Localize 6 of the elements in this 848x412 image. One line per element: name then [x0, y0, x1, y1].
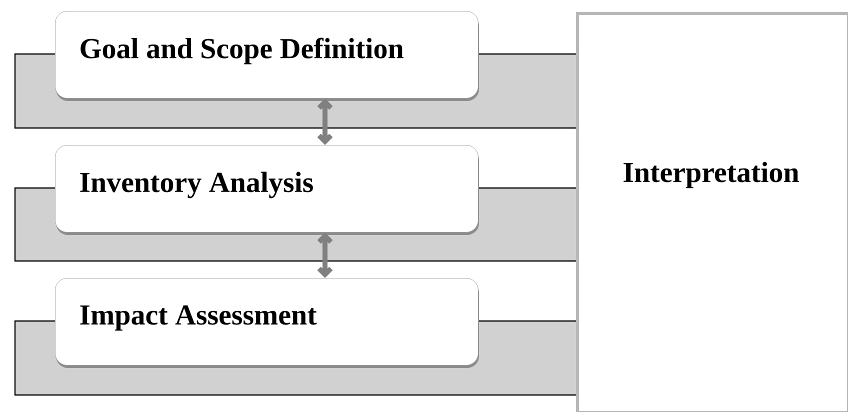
process-box: Inventory Analysis	[55, 145, 479, 235]
process-box: Goal and Scope Definition	[55, 11, 479, 101]
double-arrow	[317, 98, 333, 145]
double-arrow	[317, 232, 333, 278]
process-box: Impact Assessment	[55, 278, 479, 368]
interpretation-box: Interpretation	[576, 12, 848, 412]
